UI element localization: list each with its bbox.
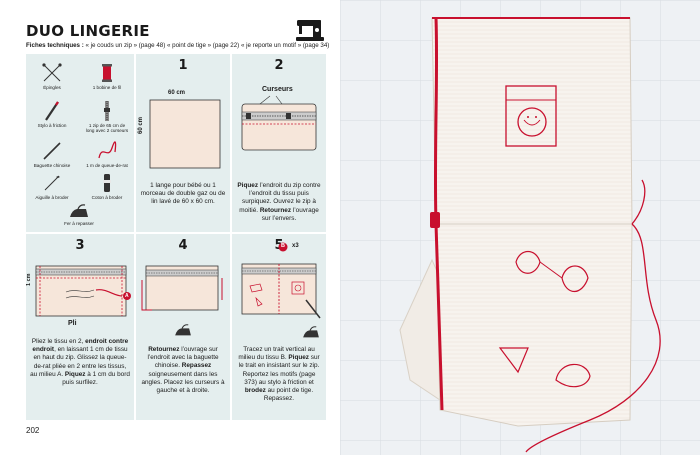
material-thread: 1 bobine de fil — [84, 62, 130, 90]
product-photo — [340, 0, 700, 455]
material-label: Coton à broder — [91, 195, 123, 200]
step-text-part: sur le trait en insistant sur le zip. Re… — [238, 354, 320, 386]
dimension-height: 60 cm — [138, 116, 144, 134]
iron-icon — [70, 204, 88, 217]
technical-references: Fiches techniques : « je couds un zip » … — [26, 42, 329, 49]
step-text-part: à 1 cm du bord puis surfilez. — [62, 370, 130, 387]
page-number: 202 — [26, 426, 40, 435]
marker-b: B — [281, 243, 285, 249]
material-label: 1 bobine de fil — [92, 85, 122, 90]
cord-icon — [98, 141, 117, 159]
thread-spool-icon — [102, 64, 112, 82]
dimension-width: 60 cm — [168, 90, 186, 96]
material-chopstick: Baguette chinoise — [29, 140, 75, 168]
material-pen: Stylo à friction — [29, 100, 75, 128]
step-text: Retournez l’ouvrage sur l’endroit avec l… — [140, 346, 226, 395]
marker-b-circle — [278, 242, 288, 252]
pen-icon — [45, 101, 59, 121]
sewing-machine-icon — [296, 20, 324, 41]
material-zipper: 1 zip de 65 cm de long avec 2 curseurs — [84, 100, 130, 134]
step-text: Piquez l’endroit du zip contre l’endroit… — [236, 182, 322, 223]
step-emphasis: Piquez — [64, 370, 86, 378]
material-label: Stylo à friction — [37, 123, 67, 128]
zip-tube-illustration — [241, 95, 317, 151]
material-embroidery-thread: Coton à broder — [84, 172, 130, 200]
lingerie-bag-photo — [340, 0, 700, 455]
material-label: Aiguille à broder — [35, 195, 69, 200]
material-label: Baguette chinoise — [33, 163, 71, 168]
step-1-panel: 1 60 cm 60 cm 1 lange pour bébé ou 1 mor… — [136, 54, 230, 232]
material-label: Fer à repasser — [64, 221, 94, 226]
step-2-panel: 2 Curseurs Piquez l’endroit du zip contr… — [232, 54, 326, 232]
multiplier: x3 — [292, 243, 299, 249]
material-iron: Fer à repasser — [56, 204, 102, 226]
page-title: DUO LINGERIE — [26, 22, 150, 40]
tech-label: Fiches techniques : — [26, 42, 84, 49]
chopstick-icon — [43, 142, 61, 160]
motif-placement-illustration — [241, 263, 321, 319]
step-text-part: , en laissant 1 cm de tissu en haut du z… — [30, 346, 128, 378]
step-number: 2 — [274, 58, 284, 73]
needle-icon — [44, 175, 60, 191]
step-emphasis: Repassez — [181, 362, 212, 370]
tech-refs: « je couds un zip » (page 48) « point de… — [83, 42, 330, 49]
material-label: Épingles — [43, 85, 61, 90]
material-label: 1 m de queue-de-rat — [86, 163, 128, 168]
sliders-callout: Curseurs — [262, 86, 293, 93]
step-text-part: l’ouvrage sur l’endroit avec la baguette… — [147, 346, 219, 370]
marker-a: A — [125, 293, 129, 299]
embroidery-thread-icon — [103, 174, 111, 192]
fabric-square-illustration — [149, 99, 221, 169]
step-emphasis: Retournez — [259, 206, 292, 214]
step-text: 1 lange pour bébé ou 1 morceau de double… — [140, 182, 226, 206]
pins-icon — [42, 63, 62, 82]
step-emphasis: brodez — [244, 387, 266, 395]
zipper-icon — [104, 101, 110, 121]
iron-icon — [175, 324, 191, 336]
materials-panel: Épingles 1 bobine de fil Stylo à frictio… — [26, 54, 134, 232]
step-text: Tracez un trait vertical au milieu du ti… — [236, 346, 322, 403]
step-number: 3 — [75, 238, 85, 253]
step-number: 4 — [178, 238, 188, 253]
material-needle: Aiguille à broder — [29, 172, 75, 200]
step-4-panel: 4 Retournez l’ouvrage sur l’endroit avec… — [136, 234, 230, 420]
step-emphasis: endroit contre endroit — [32, 338, 129, 354]
iron-icon — [303, 326, 319, 338]
step-emphasis: Retournez — [148, 346, 180, 353]
turned-bag-illustration — [141, 265, 223, 311]
material-label: 1 zip de 65 cm de long avec 2 curseurs — [85, 123, 129, 134]
fold-label: Pli — [68, 320, 77, 327]
step-5-panel: 5 B x3 Tracez un trait — [232, 234, 326, 420]
step-text: Pliez le tissu en 2, endroit contre endr… — [30, 338, 130, 387]
step-emphasis: Piquez — [288, 354, 310, 362]
step-text-part: l’ouvrage sur l’envers. — [261, 206, 319, 222]
step-3-panel: 3 1 cm A Pli Pliez le tissu en 2, endroi… — [26, 234, 134, 420]
step-text-part: soigneusement dans les angles. Placez le… — [141, 370, 225, 395]
material-cord: 1 m de queue-de-rat — [84, 140, 130, 168]
step-text-part: l’endroit du zip contre l’endroit du tis… — [239, 182, 321, 214]
folded-fabric-illustration — [35, 265, 131, 317]
step-text-part: Pliez le tissu en 2, — [31, 338, 86, 345]
dimension-1cm: 1 cm — [26, 273, 32, 286]
step-number: 1 — [178, 58, 188, 73]
step-text-part: Tracez un trait vertical au milieu du ti… — [238, 346, 315, 362]
instructions-grid: Épingles 1 bobine de fil Stylo à frictio… — [26, 54, 326, 420]
left-page: DUO LINGERIE Fiches techniques : « je co… — [0, 0, 340, 455]
step-emphasis: Piquez — [237, 182, 259, 189]
step-text-part: au point de tige. Repassez. — [263, 387, 314, 403]
material-pins: Épingles — [29, 62, 75, 90]
